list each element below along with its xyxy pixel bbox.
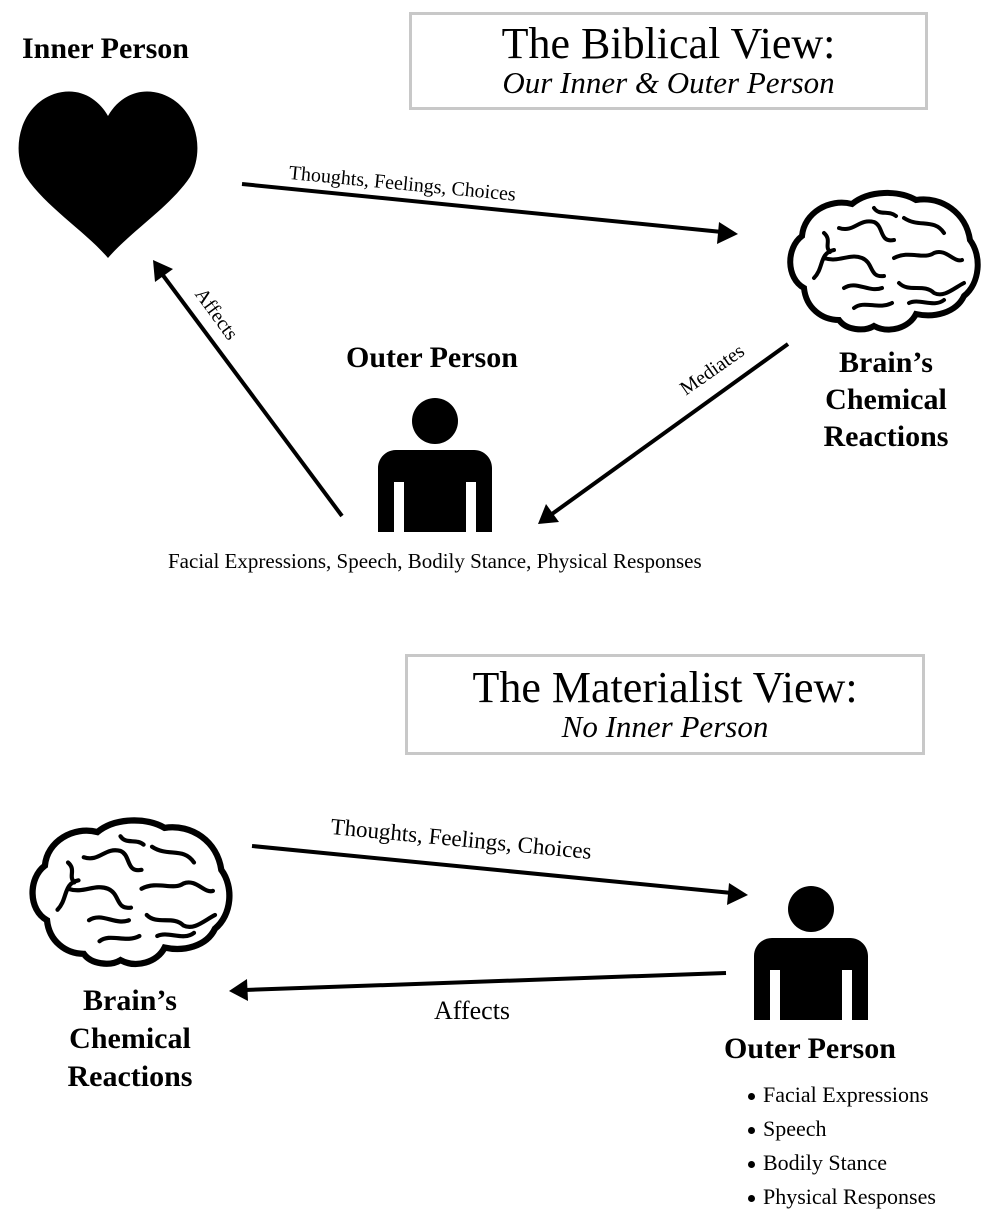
list-item: Bodily Stance bbox=[748, 1146, 936, 1180]
materialist-outer-person-label: Outer Person bbox=[724, 1032, 896, 1065]
materialist-label-affects: Affects bbox=[434, 996, 511, 1025]
bullet-icon bbox=[748, 1195, 755, 1203]
heart-icon bbox=[18, 91, 198, 258]
list-item: Facial Expressions bbox=[748, 1078, 936, 1112]
brain-icon bbox=[29, 817, 233, 967]
list-item: Physical Responses bbox=[748, 1180, 936, 1214]
biblical-subtitle: Our Inner & Outer Person bbox=[502, 65, 835, 100]
bullet-icon bbox=[748, 1161, 755, 1169]
materialist-brain-label: Brain’s Chemical Reactions bbox=[52, 982, 208, 1096]
brain-label: Brain’s Chemical Reactions bbox=[808, 344, 964, 455]
bullet-icon bbox=[748, 1093, 755, 1101]
materialist-subtitle: No Inner Person bbox=[561, 709, 769, 744]
list-item-text: Facial Expressions bbox=[763, 1082, 929, 1107]
list-item: Speech bbox=[748, 1112, 936, 1146]
outer-person-label: Outer Person bbox=[346, 341, 518, 374]
brain-label-line2: Chemical bbox=[825, 383, 947, 416]
brain-icon bbox=[787, 189, 981, 333]
outer-person-bullet-list: Facial Expressions Speech Bodily Stance … bbox=[748, 1078, 936, 1214]
person-icon bbox=[754, 886, 868, 1020]
materialist-brain-label-line2: Chemical bbox=[69, 1022, 191, 1055]
inner-person-label: Inner Person bbox=[22, 32, 189, 65]
biblical-title: The Biblical View: bbox=[501, 19, 836, 68]
biblical-title-box: The Biblical View: Our Inner & Outer Per… bbox=[409, 12, 928, 110]
person-icon bbox=[378, 398, 492, 532]
materialist-title-box: The Materialist View: No Inner Person bbox=[405, 654, 925, 755]
materialist-brain-label-line3: Reactions bbox=[67, 1060, 193, 1093]
bullet-icon bbox=[748, 1127, 755, 1135]
list-item-text: Bodily Stance bbox=[763, 1150, 888, 1175]
brain-label-line3: Reactions bbox=[823, 420, 949, 453]
outer-person-caption: Facial Expressions, Speech, Bodily Stanc… bbox=[168, 549, 702, 573]
materialist-title: The Materialist View: bbox=[472, 663, 858, 712]
brain-label-line1: Brain’s bbox=[839, 346, 933, 379]
materialist-brain-label-line1: Brain’s bbox=[83, 984, 177, 1017]
list-item-text: Speech bbox=[763, 1116, 827, 1141]
list-item-text: Physical Responses bbox=[763, 1184, 936, 1209]
